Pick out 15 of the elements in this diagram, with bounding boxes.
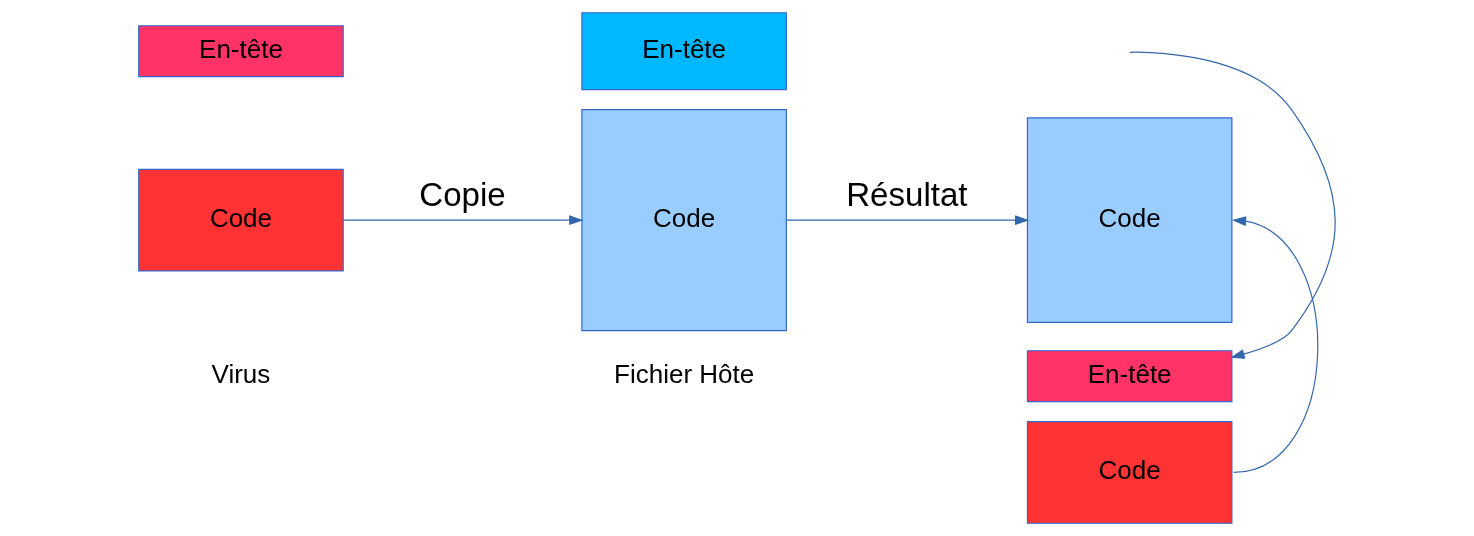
arrow [1231, 216, 1319, 474]
node-label: Virus [211, 358, 271, 389]
edge-label: Copie [419, 176, 506, 214]
node-box: En-tête [138, 25, 344, 78]
arrow [342, 215, 584, 226]
arrow [786, 215, 1030, 226]
node-box: En-tête [581, 12, 787, 91]
node-box: En-tête [1026, 350, 1233, 403]
node-box: Code [1026, 421, 1233, 524]
arrow [1129, 51, 1336, 359]
node-box: Code [581, 109, 787, 332]
edge-label: Résultat [846, 176, 968, 214]
node-box: Code [1026, 117, 1233, 323]
node-label: Fichier Hôte [614, 358, 755, 389]
node-box: Code [138, 168, 344, 272]
